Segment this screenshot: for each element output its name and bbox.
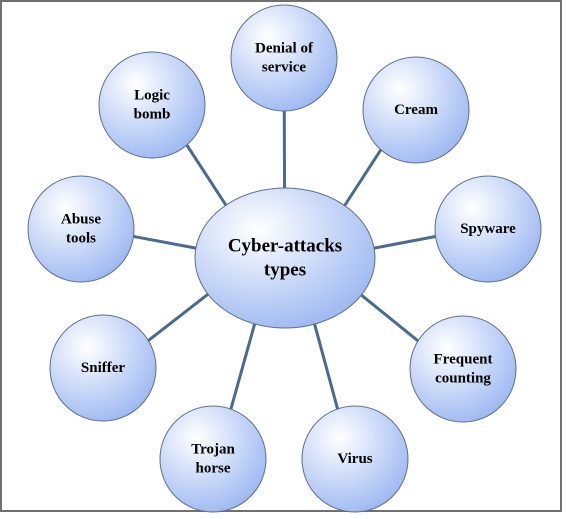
- node-circle-spyware: [434, 175, 542, 283]
- node-logic-bomb: Logic bomb: [98, 51, 206, 159]
- node-virus: Virus: [301, 405, 409, 513]
- hub-ellipse: [194, 187, 376, 329]
- node-label-logic-bomb-line-1: Logic: [134, 88, 170, 104]
- hub-label-line-2: types: [264, 260, 306, 281]
- node-circle-abuse-tools: [27, 175, 135, 283]
- node-label-abuse-tools-line-1: Abuse: [61, 212, 101, 228]
- connector-frequent-counting: [360, 293, 419, 343]
- node-label-trojan-horse-line-1: Trojan: [191, 442, 235, 458]
- node-circle-trojan-horse: [159, 405, 267, 513]
- node-circle-denial-of-service: [230, 4, 338, 112]
- node-cream: Cream: [362, 56, 470, 164]
- node-label-virus-line-1: Virus: [337, 451, 372, 467]
- node-label-denial-of-service-line-2: service: [262, 60, 306, 76]
- connector-sniffer: [147, 293, 209, 342]
- node-label-sniffer-line-1: Sniffer: [81, 360, 126, 376]
- node-circle-virus: [301, 405, 409, 513]
- node-sniffer: Sniffer: [49, 314, 157, 422]
- node-label-cream-line-1: Cream: [394, 102, 438, 118]
- node-denial-of-service: Denial of service: [230, 4, 338, 112]
- node-label-frequent-counting-line-1: Frequent: [434, 352, 493, 368]
- connector-spyware: [373, 235, 436, 250]
- node-circle-frequent-counting: [409, 315, 517, 423]
- connector-virus: [313, 323, 340, 410]
- node-frequent-counting: Frequent counting: [409, 315, 517, 423]
- node-trojan-horse: Trojan horse: [159, 405, 267, 513]
- connector-trojan-horse: [229, 323, 257, 410]
- node-label-logic-bomb-line-2: bomb: [134, 107, 171, 123]
- node-circle-logic-bomb: [98, 51, 206, 159]
- connector-lines: [133, 110, 436, 410]
- node-circle-cream: [362, 56, 470, 164]
- node-label-trojan-horse-line-2: horse: [196, 461, 231, 477]
- node-label-abuse-tools-line-2: tools: [66, 231, 96, 247]
- node-label-spyware-line-1: Spyware: [460, 221, 516, 237]
- node-circle-sniffer: [49, 314, 157, 422]
- node-label-frequent-counting-line-2: counting: [435, 371, 491, 387]
- node-label-denial-of-service-line-1: Denial of: [255, 41, 314, 57]
- node-abuse-tools: Abuse tools: [27, 175, 135, 283]
- hub-label-line-1: Cyber-attacks: [228, 236, 342, 257]
- connector-cream: [343, 148, 383, 207]
- connector-abuse-tools: [133, 234, 197, 250]
- center-hub: Cyber-attacks types: [194, 187, 376, 329]
- connector-logic-bomb: [185, 144, 228, 206]
- node-spyware: Spyware: [434, 175, 542, 283]
